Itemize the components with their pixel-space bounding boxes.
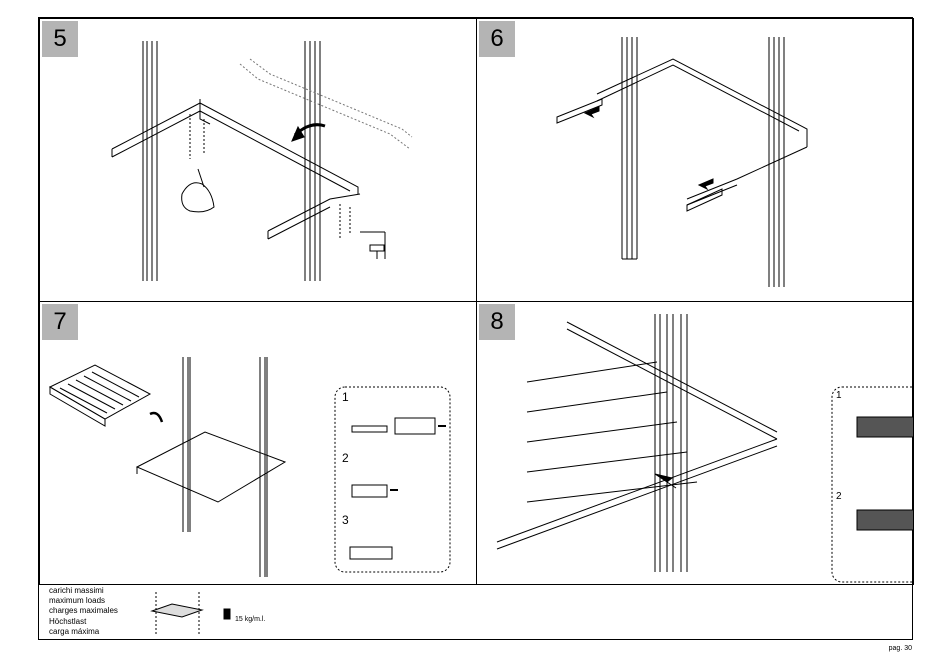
pull-arrow-2 xyxy=(699,179,713,189)
sub-step-1: 1 xyxy=(836,390,842,401)
sub-step-1: 1 xyxy=(342,390,349,404)
load-label-it: carichi massimi xyxy=(49,586,118,596)
upright-right xyxy=(305,41,320,281)
frame xyxy=(112,99,360,239)
drawer-rails xyxy=(497,322,777,549)
uprights xyxy=(655,314,687,572)
screw-detail xyxy=(360,232,385,259)
load-label-fr: charges maximales xyxy=(49,606,118,616)
step-7-panel: 7 xyxy=(39,301,477,585)
step-7-illustration xyxy=(40,302,477,585)
page-number: pag. 30 xyxy=(889,645,912,652)
weight-icon xyxy=(224,609,230,619)
upright-left xyxy=(143,41,157,281)
step-5-panel: 5 xyxy=(39,18,477,302)
step-8-panel: 8 1 2 xyxy=(476,301,914,585)
step-8-illustration xyxy=(477,302,914,585)
drawer-runners xyxy=(557,99,722,211)
step-6-illustration xyxy=(477,19,914,302)
step-5-illustration xyxy=(40,19,477,302)
step-6-panel: 6 xyxy=(476,18,914,302)
drawer-frame xyxy=(137,432,285,502)
max-load-value: 15 kg/m.l. xyxy=(235,616,265,623)
detail-diagrams xyxy=(350,418,446,559)
hand xyxy=(182,169,214,212)
shelf-tray xyxy=(50,365,150,426)
load-label-en: maximum loads xyxy=(49,596,118,606)
frame-dashed-ghost xyxy=(240,59,412,149)
upright-right xyxy=(769,37,784,287)
detail-box xyxy=(832,387,914,582)
step-number: 7 xyxy=(42,304,78,340)
uprights xyxy=(183,357,267,577)
step-number: 5 xyxy=(42,21,78,57)
screws xyxy=(190,114,350,239)
step-number: 8 xyxy=(479,304,515,340)
sub-step-2: 2 xyxy=(342,451,349,465)
step-number: 6 xyxy=(479,21,515,57)
load-label-es: carga máxima xyxy=(49,627,118,637)
load-diagram xyxy=(144,584,264,639)
insert-arrow xyxy=(150,413,162,422)
max-loads-section: carichi massimi maximum loads charges ma… xyxy=(39,584,912,639)
instruction-sheet: 5 xyxy=(38,17,913,640)
load-labels: carichi massimi maximum loads charges ma… xyxy=(49,586,118,637)
frame xyxy=(597,59,807,205)
detail-box xyxy=(335,387,450,572)
sub-step-3: 3 xyxy=(342,513,349,527)
upright-left xyxy=(622,37,637,259)
sub-step-2: 2 xyxy=(836,491,842,502)
load-label-de: Höchstlast xyxy=(49,617,118,627)
